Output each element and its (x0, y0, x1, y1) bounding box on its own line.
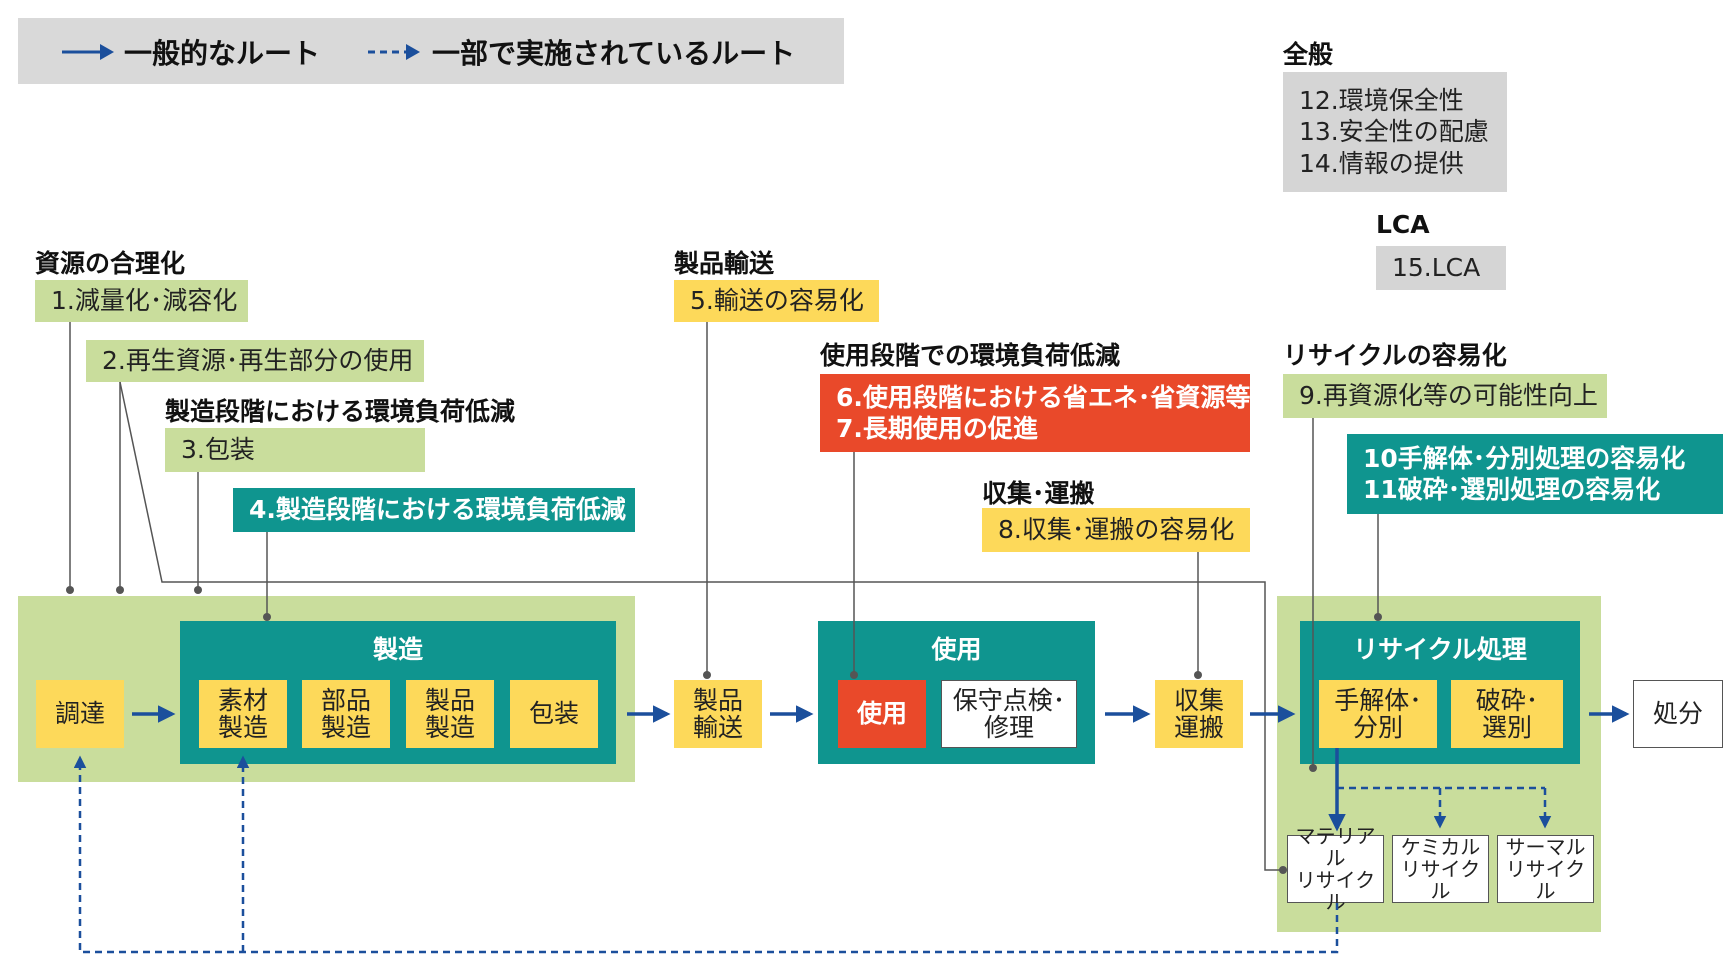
manufacturing-item-3: 3.包装 (165, 428, 425, 472)
collection-transport-box: 収集 運搬 (1155, 680, 1243, 748)
transport-item-5: 5.輸送の容易化 (674, 280, 879, 322)
chemical-recycle-box: ケミカル リサイクル (1392, 835, 1489, 903)
manufacturing-item-4: 4.製造段階における環境負荷低減 (233, 488, 635, 532)
manufacturing-stage-heading: 製造段階における環境負荷低減 (165, 397, 516, 426)
manufacturing-title: 製造 (372, 635, 423, 664)
solid-arrow-icon (62, 44, 114, 60)
manufacturing-item-4-label: 4.製造段階における環境負荷低減 (249, 495, 626, 525)
procurement-box: 調達 (36, 680, 124, 748)
general-item-14: 14.情報の提供 (1299, 148, 1464, 178)
general-item-13: 13.安全性の配慮 (1299, 117, 1489, 147)
manufacturing-item-3-label: 3.包装 (181, 435, 255, 465)
resource-item-2: 2.再生資源･再生部分の使用 (86, 340, 424, 382)
recycle-ease-heading: リサイクルの容易化 (1283, 341, 1507, 370)
use-stage-heading: 使用段階での環境負荷低減 (820, 341, 1121, 370)
general-items: 12.環境保全性 13.安全性の配慮 14.情報の提供 (1283, 72, 1507, 192)
crushing-box: 破砕･ 選別 (1451, 680, 1563, 748)
thermal-recycle-box: サーマル リサイクル (1497, 835, 1594, 903)
lca-item: 15.LCA (1376, 246, 1506, 290)
recycle-items-10-11: 10手解体･分別処理の容易化 11破砕･選別処理の容易化 (1347, 434, 1723, 514)
transport-heading: 製品輸送 (674, 249, 775, 278)
lca-item-label: 15.LCA (1392, 253, 1481, 283)
disassembly-box: 手解体･ 分別 (1319, 680, 1437, 748)
disposal-box: 処分 (1633, 680, 1723, 748)
packaging-box: 包装 (510, 680, 598, 748)
legend-partial-route: 一部で実施されているルート (432, 37, 796, 70)
use-stage-item-7: 7.長期使用の促進 (836, 414, 1038, 443)
product-mfg-box: 製品 製造 (406, 680, 494, 748)
general-item-12: 12.環境保全性 (1299, 86, 1464, 116)
product-transport-box: 製品 輸送 (674, 680, 762, 748)
use-stage-items: 6.使用段階における省エネ･省資源等 7.長期使用の促進 (820, 374, 1250, 452)
resource-heading: 資源の合理化 (35, 249, 186, 278)
maintenance-box: 保守点検･ 修理 (941, 680, 1077, 748)
use-box: 使用 (838, 680, 926, 748)
recycle-item-10: 10手解体･分別処理の容易化 (1363, 443, 1686, 473)
lca-heading: LCA (1376, 210, 1430, 239)
parts-mfg-box: 部品 製造 (302, 680, 390, 748)
recycle-item-11: 11破砕･選別処理の容易化 (1363, 475, 1661, 504)
recycle-title: リサイクル処理 (1353, 635, 1527, 664)
recycle-item-9-label: 9.再資源化等の可能性向上 (1299, 381, 1598, 411)
use-title: 使用 (931, 635, 982, 664)
resource-item-2-label: 2.再生資源･再生部分の使用 (102, 346, 414, 376)
transport-item-5-label: 5.輸送の容易化 (690, 286, 864, 316)
resource-item-1: 1.減量化･減容化 (35, 280, 248, 322)
dashed-arrow-icon (368, 44, 420, 60)
collection-item-8-label: 8.収集･運搬の容易化 (998, 515, 1235, 545)
collection-heading: 収集･運搬 (982, 479, 1095, 508)
recycle-item-9: 9.再資源化等の可能性向上 (1283, 374, 1607, 418)
collection-item-8: 8.収集･運搬の容易化 (982, 508, 1250, 552)
resource-item-1-label: 1.減量化･減容化 (51, 286, 238, 316)
material-recycle-box: マテリアル リサイクル (1287, 825, 1384, 913)
legend (18, 18, 844, 84)
legend-general-route: 一般的なルート (124, 37, 321, 70)
general-heading: 全般 (1283, 40, 1334, 69)
use-stage-item-6: 6.使用段階における省エネ･省資源等 (836, 382, 1251, 412)
material-mfg-box: 素材 製造 (199, 680, 287, 748)
